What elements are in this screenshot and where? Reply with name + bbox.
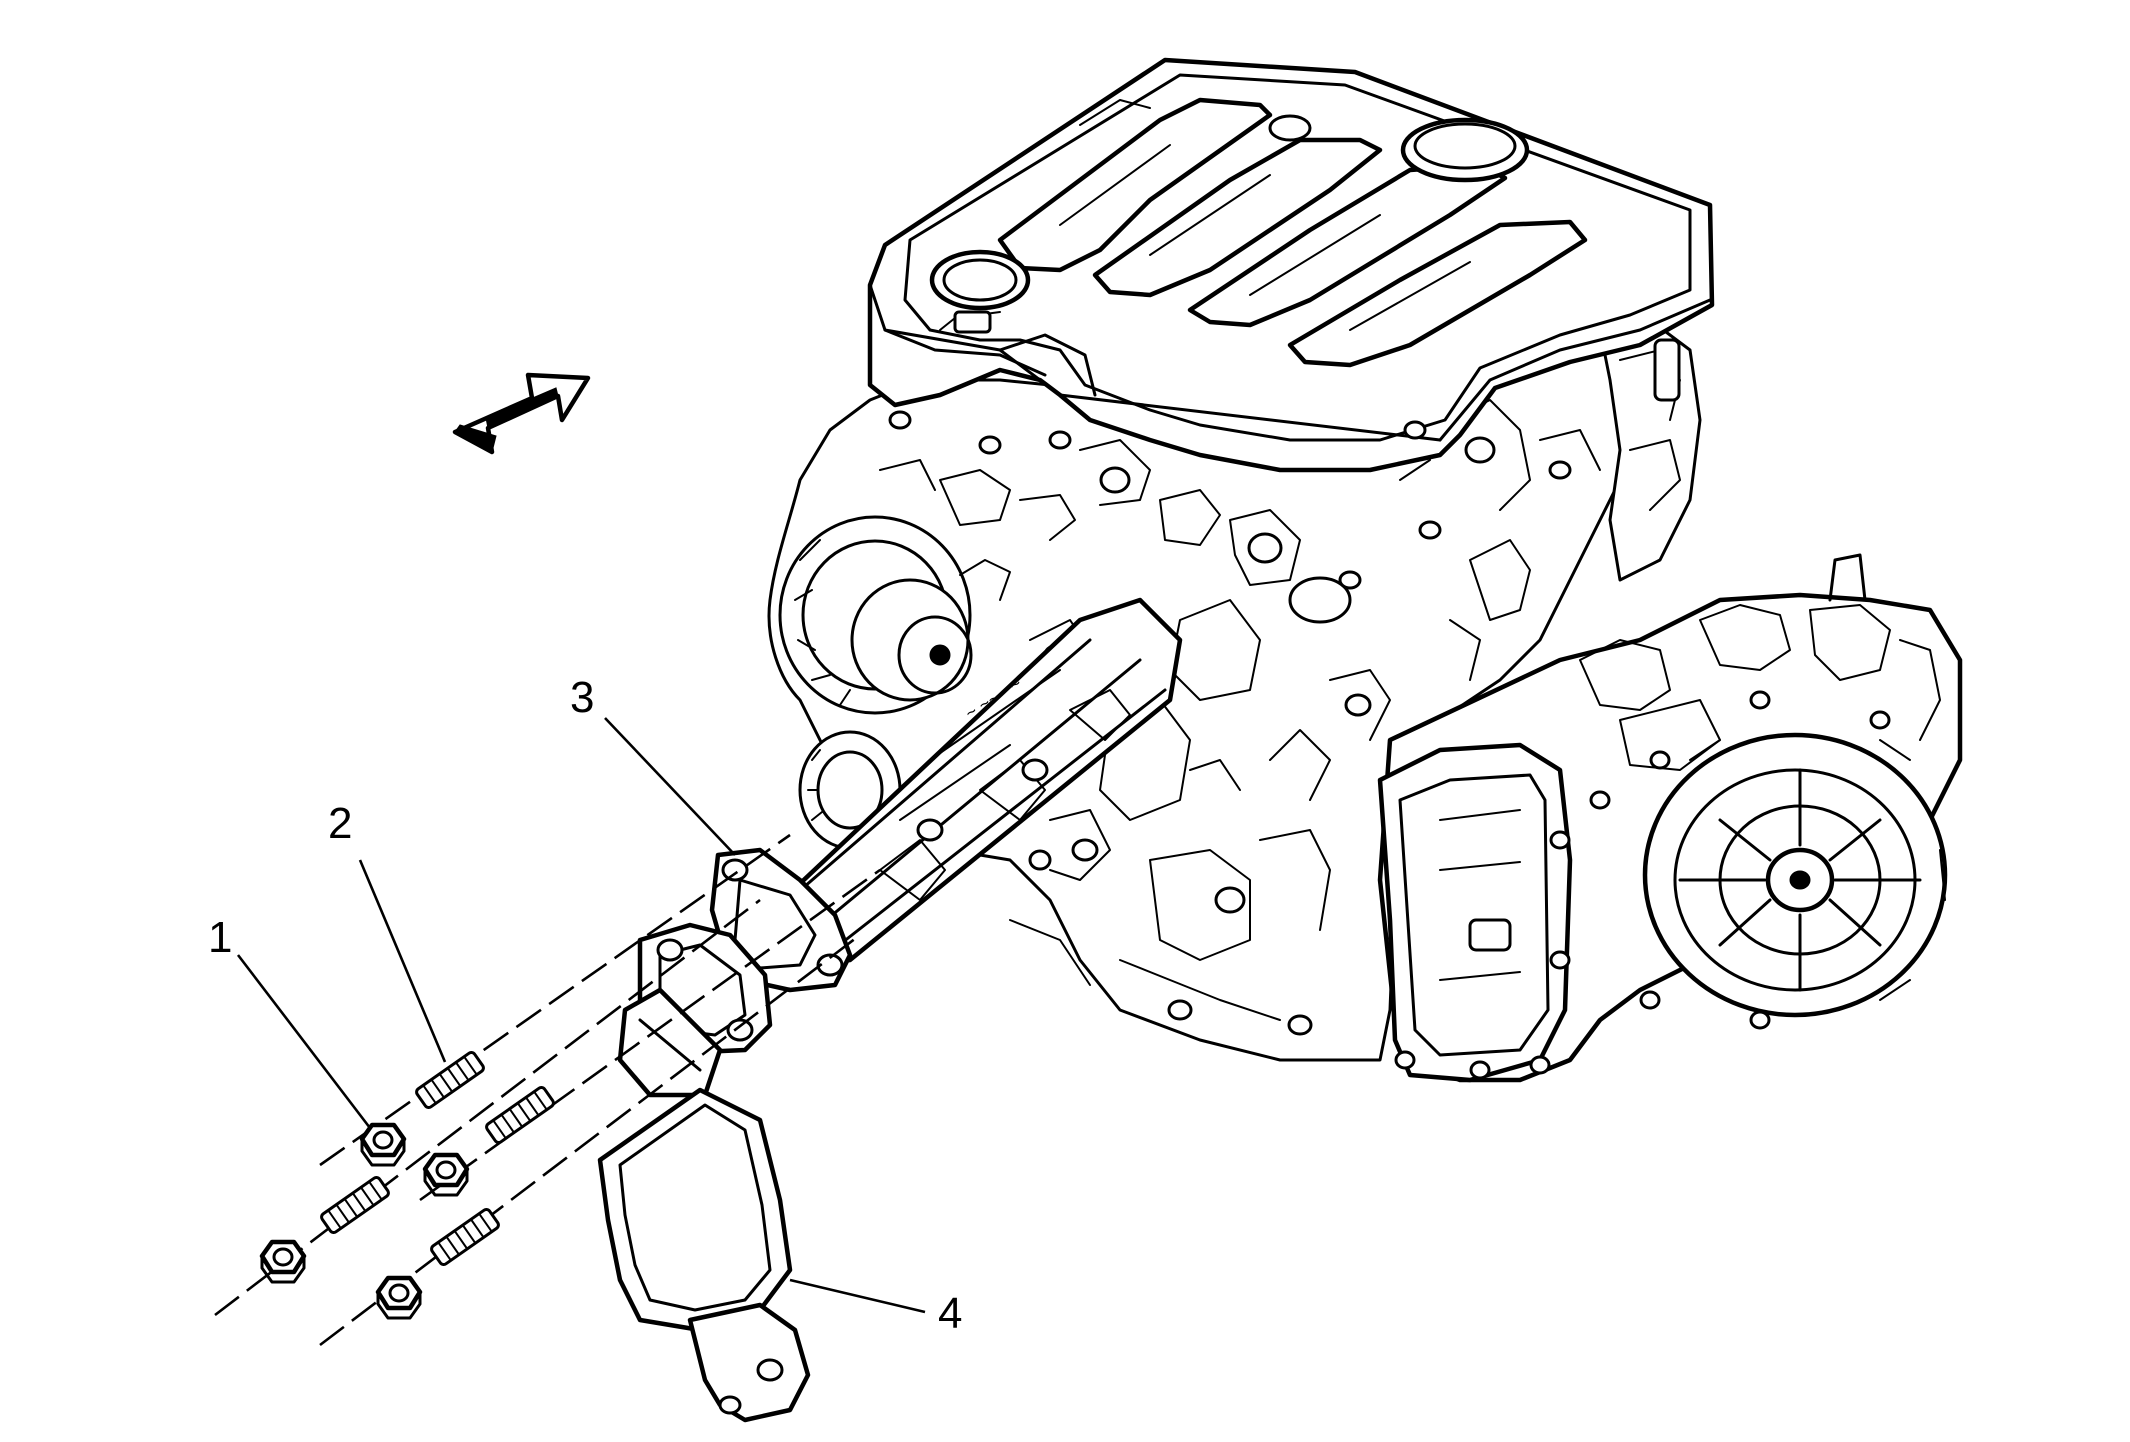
callout-leader-4 <box>789 1278 926 1314</box>
callout-leader-3 <box>604 717 736 856</box>
callout-label-4: 4 <box>938 1289 962 1338</box>
studs <box>320 1050 555 1267</box>
stud <box>430 1207 500 1267</box>
stud <box>320 1175 390 1235</box>
callout-label-2: 2 <box>328 799 352 848</box>
nut <box>422 1152 470 1197</box>
exhaust-manifold: ~ ~~~ ~ <box>709 597 1183 993</box>
engine-bolts <box>888 410 1572 590</box>
stud <box>485 1085 555 1145</box>
engine-assembly <box>767 57 1715 1062</box>
forward-direction-arrow-icon <box>452 372 591 455</box>
stud <box>415 1050 485 1110</box>
callout-leader-2 <box>358 859 447 1063</box>
callout-label-1: 1 <box>208 913 232 962</box>
callouts: 1 2 3 4 <box>208 673 962 1338</box>
nuts <box>259 1122 470 1320</box>
alternator <box>778 515 1011 715</box>
nut <box>259 1239 307 1284</box>
nut <box>359 1122 407 1167</box>
engine-cover <box>867 57 1715 473</box>
alignment-lines <box>214 833 881 1347</box>
nut <box>375 1275 423 1320</box>
engine-rear-details <box>1449 318 1702 582</box>
callout-label-3: 3 <box>570 673 594 722</box>
transmission-assembly <box>1377 553 1963 1083</box>
callout-leader-1 <box>236 954 372 1129</box>
